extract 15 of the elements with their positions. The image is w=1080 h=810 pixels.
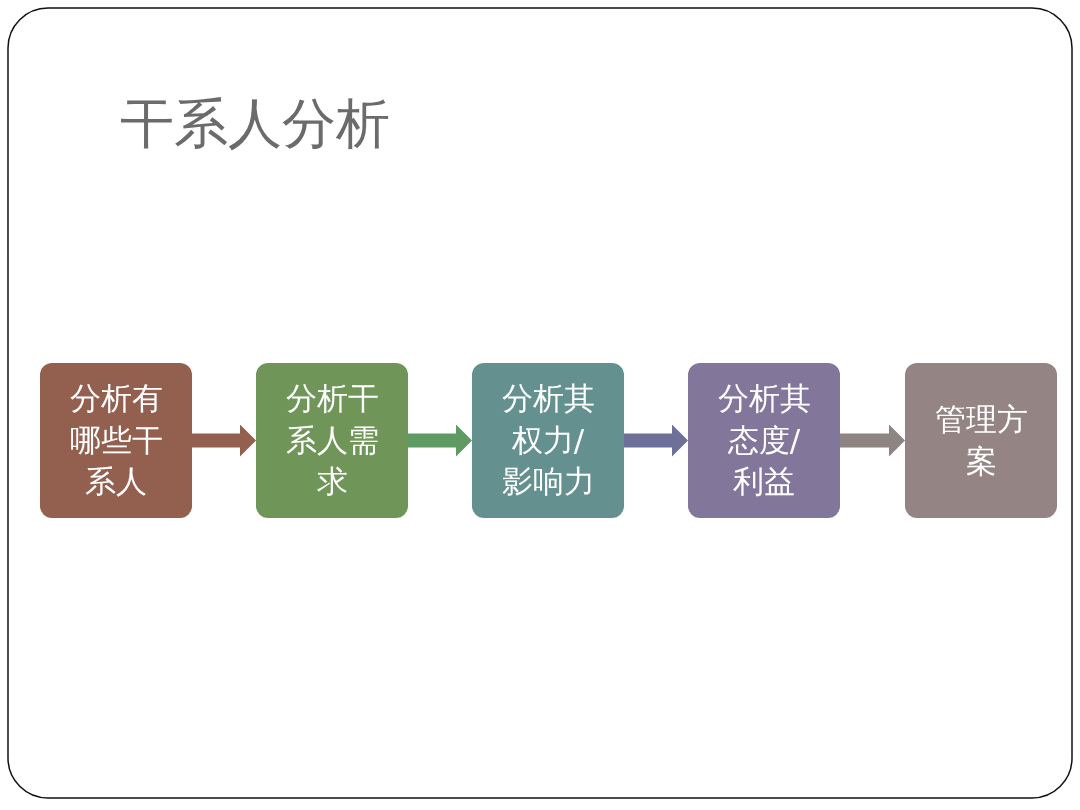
arrow xyxy=(192,424,256,457)
step-text: 分析有哪些干系人 xyxy=(68,378,164,502)
process-box xyxy=(256,363,408,518)
process-box xyxy=(905,363,1057,518)
arrow xyxy=(408,424,472,457)
step-text: 分析其权力/影响力 xyxy=(500,378,596,502)
step-text: 管理方案 xyxy=(933,399,1029,481)
process-box xyxy=(472,363,624,518)
slide-title: 干系人分析 xyxy=(120,91,390,157)
process-box xyxy=(688,363,840,518)
process-box xyxy=(40,363,192,518)
arrow xyxy=(840,424,905,457)
arrow xyxy=(624,424,688,457)
step-text: 分析干系人需求 xyxy=(284,378,380,502)
step-text: 分析其态度/利益 xyxy=(716,378,812,502)
